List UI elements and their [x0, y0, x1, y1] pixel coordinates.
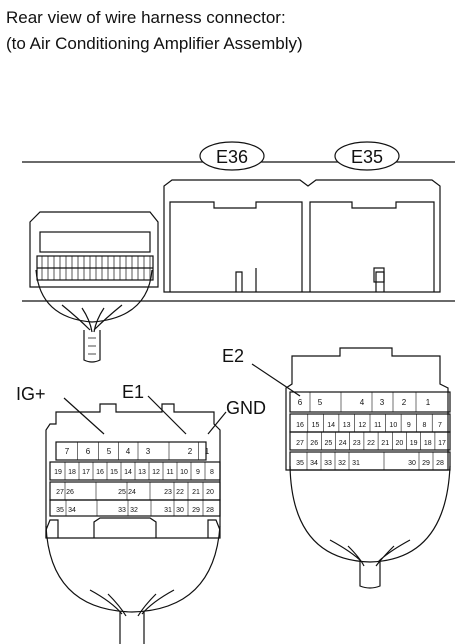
tag-e35-outline [334, 141, 400, 171]
e35-pin-10: 10 [389, 422, 397, 429]
e36-pin-20: 20 [206, 489, 214, 496]
e36-pin-24: 24 [128, 489, 136, 496]
small-connector [29, 211, 159, 363]
e35-wire-strands [329, 539, 411, 567]
e36-pin-18: 18 [68, 469, 76, 476]
e36-pin-17: 17 [82, 469, 90, 476]
e36-pin-10: 10 [180, 469, 188, 476]
e36-pin-11: 11 [166, 469, 173, 476]
e36-pin-30: 30 [176, 507, 184, 514]
e35-pin-11: 11 [374, 422, 381, 429]
tag-e36-outline [199, 141, 265, 171]
e36-pin-27: 27 [56, 489, 64, 496]
callout-e1: E1 [122, 382, 144, 402]
e36-pin-13: 13 [138, 469, 146, 476]
e35-pin-12: 12 [358, 422, 366, 429]
e35-pin-34: 34 [310, 460, 318, 467]
e36-pin-35: 35 [56, 507, 64, 514]
e35-pin-6: 6 [298, 398, 303, 407]
e35-pin-19: 19 [410, 440, 418, 447]
e35-pin-33: 33 [324, 460, 332, 467]
connector-e35-body [285, 347, 451, 471]
callout-gnd: GND [226, 398, 266, 418]
e35-pin-16: 16 [296, 422, 304, 429]
callout-ig-plus: IG+ [16, 384, 46, 404]
e36-pin-4: 4 [126, 447, 131, 456]
e35-pin-21: 21 [381, 440, 389, 447]
e35-pin-9: 9 [407, 422, 411, 429]
e36-pin-16: 16 [96, 469, 104, 476]
leader-e2 [251, 363, 301, 397]
leader-ig-plus [63, 397, 105, 435]
tag-e36: E36 [216, 147, 248, 167]
main-double-connector [163, 179, 441, 293]
e36-pin-23: 23 [164, 489, 172, 496]
e35-pin-7: 7 [438, 422, 442, 429]
e35-pin-23: 23 [353, 440, 361, 447]
e36-pin-19: 19 [54, 469, 62, 476]
e36-pin-22: 22 [176, 489, 184, 496]
e35-pin-15: 15 [312, 422, 320, 429]
leader-gnd [207, 411, 227, 435]
e35-pin-32: 32 [338, 460, 346, 467]
e36-pin-12: 12 [152, 469, 160, 476]
e35-pin-1: 1 [426, 398, 431, 407]
e36-pin-29: 29 [192, 507, 200, 514]
e36-pin-8: 8 [210, 469, 214, 476]
e36-pin-7: 7 [65, 447, 70, 456]
e35-pin-3: 3 [380, 398, 385, 407]
e35-wire-sleeve [359, 560, 381, 589]
e35-pin-20: 20 [396, 440, 404, 447]
e35-pin-29: 29 [422, 460, 430, 467]
e36-wire-strands [89, 589, 175, 617]
e35-pin-2: 2 [402, 398, 407, 407]
e36-pin-34: 34 [68, 507, 76, 514]
e35-pin-35: 35 [296, 460, 304, 467]
e36-pin-5: 5 [107, 447, 112, 456]
e36-pin-33: 33 [118, 507, 126, 514]
e36-wire-sleeve [119, 612, 145, 644]
e35-pin-27: 27 [296, 440, 304, 447]
e36-pin-26: 26 [66, 489, 74, 496]
e35-pin-14: 14 [327, 422, 335, 429]
e36-pin-15: 15 [110, 469, 118, 476]
e36-wire-loop [45, 525, 221, 613]
e35-pin-24: 24 [339, 440, 347, 447]
e35-pin-8: 8 [422, 422, 426, 429]
e35-pin-22: 22 [367, 440, 375, 447]
e36-pin-3: 3 [146, 447, 151, 456]
e35-pin-17: 17 [438, 440, 446, 447]
e36-pin-32: 32 [130, 507, 138, 514]
e35-pin-28: 28 [436, 460, 444, 467]
e36-pin-6: 6 [86, 447, 91, 456]
e35-pin-5: 5 [318, 398, 323, 407]
e35-pin-26: 26 [310, 440, 318, 447]
e35-pin-25: 25 [325, 440, 333, 447]
e36-pin-31: 31 [164, 507, 172, 514]
e36-pin-1: 1 [205, 447, 210, 456]
e35-pin-4: 4 [360, 398, 365, 407]
e35-pin-30: 30 [408, 460, 416, 467]
e35-pin-18: 18 [424, 440, 432, 447]
diagram-title-line2: (to Air Conditioning Amplifier Assembly) [6, 34, 303, 53]
callout-e2: E2 [222, 346, 244, 366]
tag-e35: E35 [351, 147, 383, 167]
e36-pin-28: 28 [206, 507, 214, 514]
e36-pin-9: 9 [196, 469, 200, 476]
diagram-title-line1: Rear view of wire harness connector: [6, 8, 286, 27]
leader-e1 [147, 395, 187, 435]
e36-pin-25: 25 [118, 489, 126, 496]
e35-pin-13: 13 [343, 422, 351, 429]
e36-pin-21: 21 [192, 489, 200, 496]
e35-pin-31: 31 [352, 460, 360, 467]
e36-pin-14: 14 [124, 469, 132, 476]
e36-pin-2: 2 [188, 447, 193, 456]
e35-wire-loop [289, 465, 451, 563]
